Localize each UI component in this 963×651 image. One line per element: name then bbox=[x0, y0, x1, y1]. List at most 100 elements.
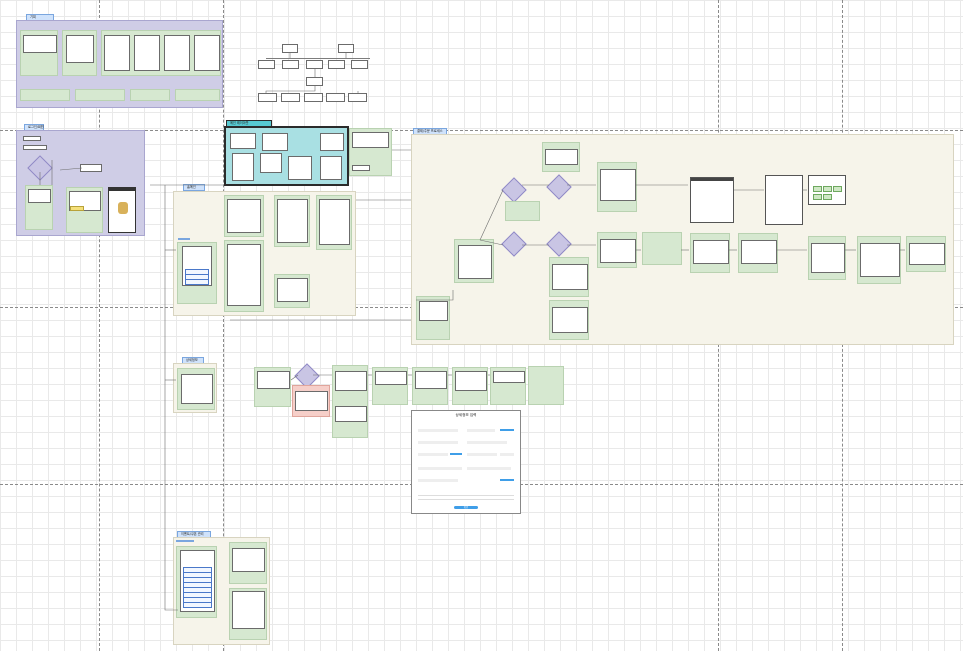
subgroup[interactable] bbox=[857, 236, 901, 284]
list-row[interactable] bbox=[183, 602, 212, 608]
screen-card[interactable] bbox=[104, 35, 130, 71]
subgroup[interactable] bbox=[62, 30, 97, 76]
text-card[interactable] bbox=[320, 133, 344, 151]
sitemap-node[interactable] bbox=[326, 93, 345, 102]
group-main[interactable] bbox=[16, 20, 223, 108]
action-button[interactable] bbox=[500, 429, 514, 432]
subgroup-tab[interactable] bbox=[178, 238, 190, 240]
screen-card[interactable] bbox=[295, 391, 328, 411]
subgroup[interactable] bbox=[177, 242, 217, 304]
screen-card[interactable] bbox=[335, 371, 367, 391]
text-field[interactable] bbox=[467, 467, 511, 470]
note-card[interactable] bbox=[23, 145, 47, 150]
screen-card[interactable] bbox=[180, 550, 215, 612]
screen-card[interactable] bbox=[320, 156, 342, 180]
subgroup[interactable] bbox=[808, 236, 846, 280]
subgroup[interactable] bbox=[224, 240, 264, 312]
screen-card[interactable] bbox=[181, 374, 213, 404]
subgroup[interactable] bbox=[906, 236, 946, 272]
action-button[interactable] bbox=[500, 479, 514, 482]
screen-card[interactable] bbox=[415, 371, 447, 389]
group-main-layout[interactable] bbox=[224, 126, 349, 186]
subgroup[interactable] bbox=[66, 187, 103, 233]
text-card[interactable] bbox=[23, 35, 57, 53]
subgroup[interactable] bbox=[176, 546, 217, 618]
screen-card[interactable] bbox=[227, 244, 261, 306]
option-chip[interactable] bbox=[833, 186, 842, 192]
screen-card[interactable] bbox=[552, 307, 588, 333]
screen-card[interactable] bbox=[232, 591, 265, 629]
subgroup[interactable] bbox=[20, 89, 70, 101]
screen-card[interactable] bbox=[277, 199, 308, 243]
screen-card[interactable] bbox=[182, 246, 212, 286]
sitemap-node[interactable] bbox=[281, 93, 300, 102]
subgroup-tab[interactable] bbox=[176, 540, 194, 542]
screen-card[interactable] bbox=[493, 371, 525, 383]
subgroup[interactable] bbox=[542, 142, 580, 172]
text-field[interactable] bbox=[418, 453, 448, 456]
subgroup[interactable] bbox=[177, 368, 215, 410]
action-button[interactable] bbox=[450, 453, 462, 456]
text-card[interactable] bbox=[352, 132, 389, 148]
group-login[interactable] bbox=[16, 130, 145, 236]
screen-card[interactable] bbox=[375, 371, 407, 385]
sitemap-node[interactable] bbox=[304, 93, 323, 102]
screen-card[interactable] bbox=[277, 278, 308, 302]
subgroup[interactable] bbox=[274, 195, 310, 247]
sitemap-node[interactable] bbox=[306, 77, 323, 86]
subgroup[interactable] bbox=[175, 89, 220, 101]
subgroup[interactable] bbox=[229, 542, 267, 584]
subgroup[interactable] bbox=[372, 367, 408, 405]
text-field[interactable] bbox=[500, 453, 514, 456]
sitemap-node[interactable] bbox=[348, 93, 367, 102]
subgroup[interactable] bbox=[349, 128, 392, 176]
text-field[interactable] bbox=[418, 441, 458, 444]
subgroup[interactable] bbox=[416, 296, 450, 340]
group-detail[interactable] bbox=[173, 363, 217, 413]
form-dialog[interactable]: 상세정보 입력 확인 bbox=[411, 410, 521, 514]
subgroup[interactable] bbox=[505, 201, 540, 221]
screen-card[interactable] bbox=[232, 153, 254, 181]
sitemap-node[interactable] bbox=[328, 60, 345, 69]
screen-card[interactable] bbox=[319, 199, 350, 245]
sitemap-node[interactable] bbox=[258, 93, 277, 102]
subgroup[interactable] bbox=[274, 274, 310, 308]
screen-card[interactable] bbox=[194, 35, 220, 71]
subgroup[interactable] bbox=[690, 233, 730, 273]
subgroup[interactable] bbox=[642, 232, 682, 265]
sitemap-node[interactable] bbox=[338, 44, 354, 53]
text-card[interactable] bbox=[352, 165, 370, 171]
screen-card[interactable] bbox=[288, 156, 312, 180]
text-field[interactable] bbox=[418, 479, 458, 482]
text-card[interactable] bbox=[262, 133, 288, 151]
screen-card[interactable] bbox=[552, 264, 588, 290]
sitemap-node[interactable] bbox=[282, 60, 299, 69]
screen-card[interactable] bbox=[909, 243, 945, 265]
subgroup[interactable] bbox=[597, 162, 637, 212]
screen-card[interactable] bbox=[257, 371, 290, 389]
subgroup[interactable] bbox=[224, 195, 264, 237]
subgroup[interactable] bbox=[452, 367, 488, 405]
screen-card[interactable] bbox=[811, 243, 845, 273]
sitemap-node[interactable] bbox=[258, 60, 275, 69]
screen-card[interactable] bbox=[28, 189, 51, 203]
screen-card[interactable] bbox=[227, 199, 261, 233]
text-field[interactable] bbox=[418, 467, 462, 470]
subgroup[interactable] bbox=[412, 367, 448, 405]
screen-card[interactable] bbox=[164, 35, 190, 71]
screen-card[interactable] bbox=[458, 245, 492, 279]
screen-card[interactable] bbox=[693, 240, 729, 264]
subgroup[interactable] bbox=[738, 233, 778, 273]
list-row[interactable] bbox=[185, 279, 209, 285]
subgroup[interactable] bbox=[454, 239, 494, 283]
submit-button[interactable]: 확인 bbox=[454, 506, 478, 509]
group-home[interactable] bbox=[173, 191, 356, 316]
option-chip[interactable] bbox=[823, 186, 832, 192]
screen-card[interactable] bbox=[860, 243, 900, 277]
screen-card[interactable] bbox=[260, 153, 282, 173]
subgroup[interactable] bbox=[20, 30, 58, 76]
subgroup[interactable] bbox=[254, 367, 291, 407]
screen-mockup[interactable] bbox=[808, 175, 846, 205]
sitemap-node[interactable] bbox=[282, 44, 298, 53]
subgroup[interactable] bbox=[75, 89, 125, 101]
